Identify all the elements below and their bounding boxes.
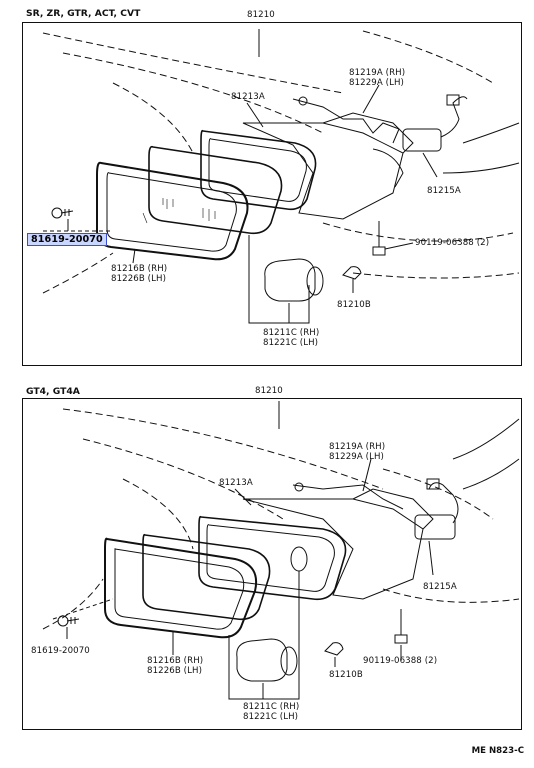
bottom-label-lens-lh: 81226B (LH) bbox=[147, 666, 203, 676]
top-label-screw-highlighted[interactable]: 81619-20070 bbox=[27, 233, 107, 246]
bottom-exploded-diagram bbox=[42, 401, 520, 700]
bottom-label-bulb-small: 81210B bbox=[329, 670, 363, 680]
bottom-diagram-panel: 81210 81219A (RH) 81229A (LH) 81213A 812… bbox=[22, 387, 522, 730]
top-label-bulb-lh: 81221C (LH) bbox=[263, 338, 319, 348]
bottom-label-assembly: 81210 bbox=[255, 386, 283, 396]
bottom-label-screw: 81619-20070 bbox=[31, 646, 90, 656]
top-label-lens-lh: 81226B (LH) bbox=[111, 274, 167, 284]
top-label-assembly: 81210 bbox=[247, 10, 275, 20]
bottom-section-header: GT4, GT4A bbox=[26, 386, 80, 397]
top-label-lens-rh: 81216B (RH) bbox=[111, 264, 168, 274]
top-label-housing: 81213A bbox=[231, 92, 265, 102]
bottom-label-lens-rh: 81216B (RH) bbox=[147, 656, 204, 666]
top-label-bulb-rh: 81211C (RH) bbox=[263, 328, 320, 338]
diagram-reference-code: ME N823-C bbox=[471, 746, 524, 756]
bottom-label-bracket-rh: 81219A (RH) bbox=[329, 442, 386, 452]
top-label-bulb-small: 81210B bbox=[337, 300, 371, 310]
top-label-bracket-lh: 81229A (LH) bbox=[349, 78, 405, 88]
bottom-label-bolt: 90119-06388 (2) bbox=[363, 656, 438, 666]
top-diagram-panel: 81210 81219A (RH) 81229A (LH) 81213A 812… bbox=[22, 11, 522, 366]
bottom-label-socket: 81215A bbox=[423, 582, 457, 592]
top-label-socket: 81215A bbox=[427, 186, 461, 196]
bottom-label-housing: 81213A bbox=[219, 478, 253, 488]
bottom-label-bracket-lh: 81229A (LH) bbox=[329, 452, 385, 462]
top-label-bracket-rh: 81219A (RH) bbox=[349, 68, 406, 78]
top-exploded-diagram bbox=[42, 29, 520, 324]
bottom-label-bulb-lh: 81221C (LH) bbox=[243, 712, 299, 722]
bottom-label-bulb-rh: 81211C (RH) bbox=[243, 702, 300, 712]
top-section-header: SR, ZR, GTR, ACT, CVT bbox=[26, 8, 141, 19]
top-label-bolt: 90119-06388 (2) bbox=[415, 238, 490, 248]
